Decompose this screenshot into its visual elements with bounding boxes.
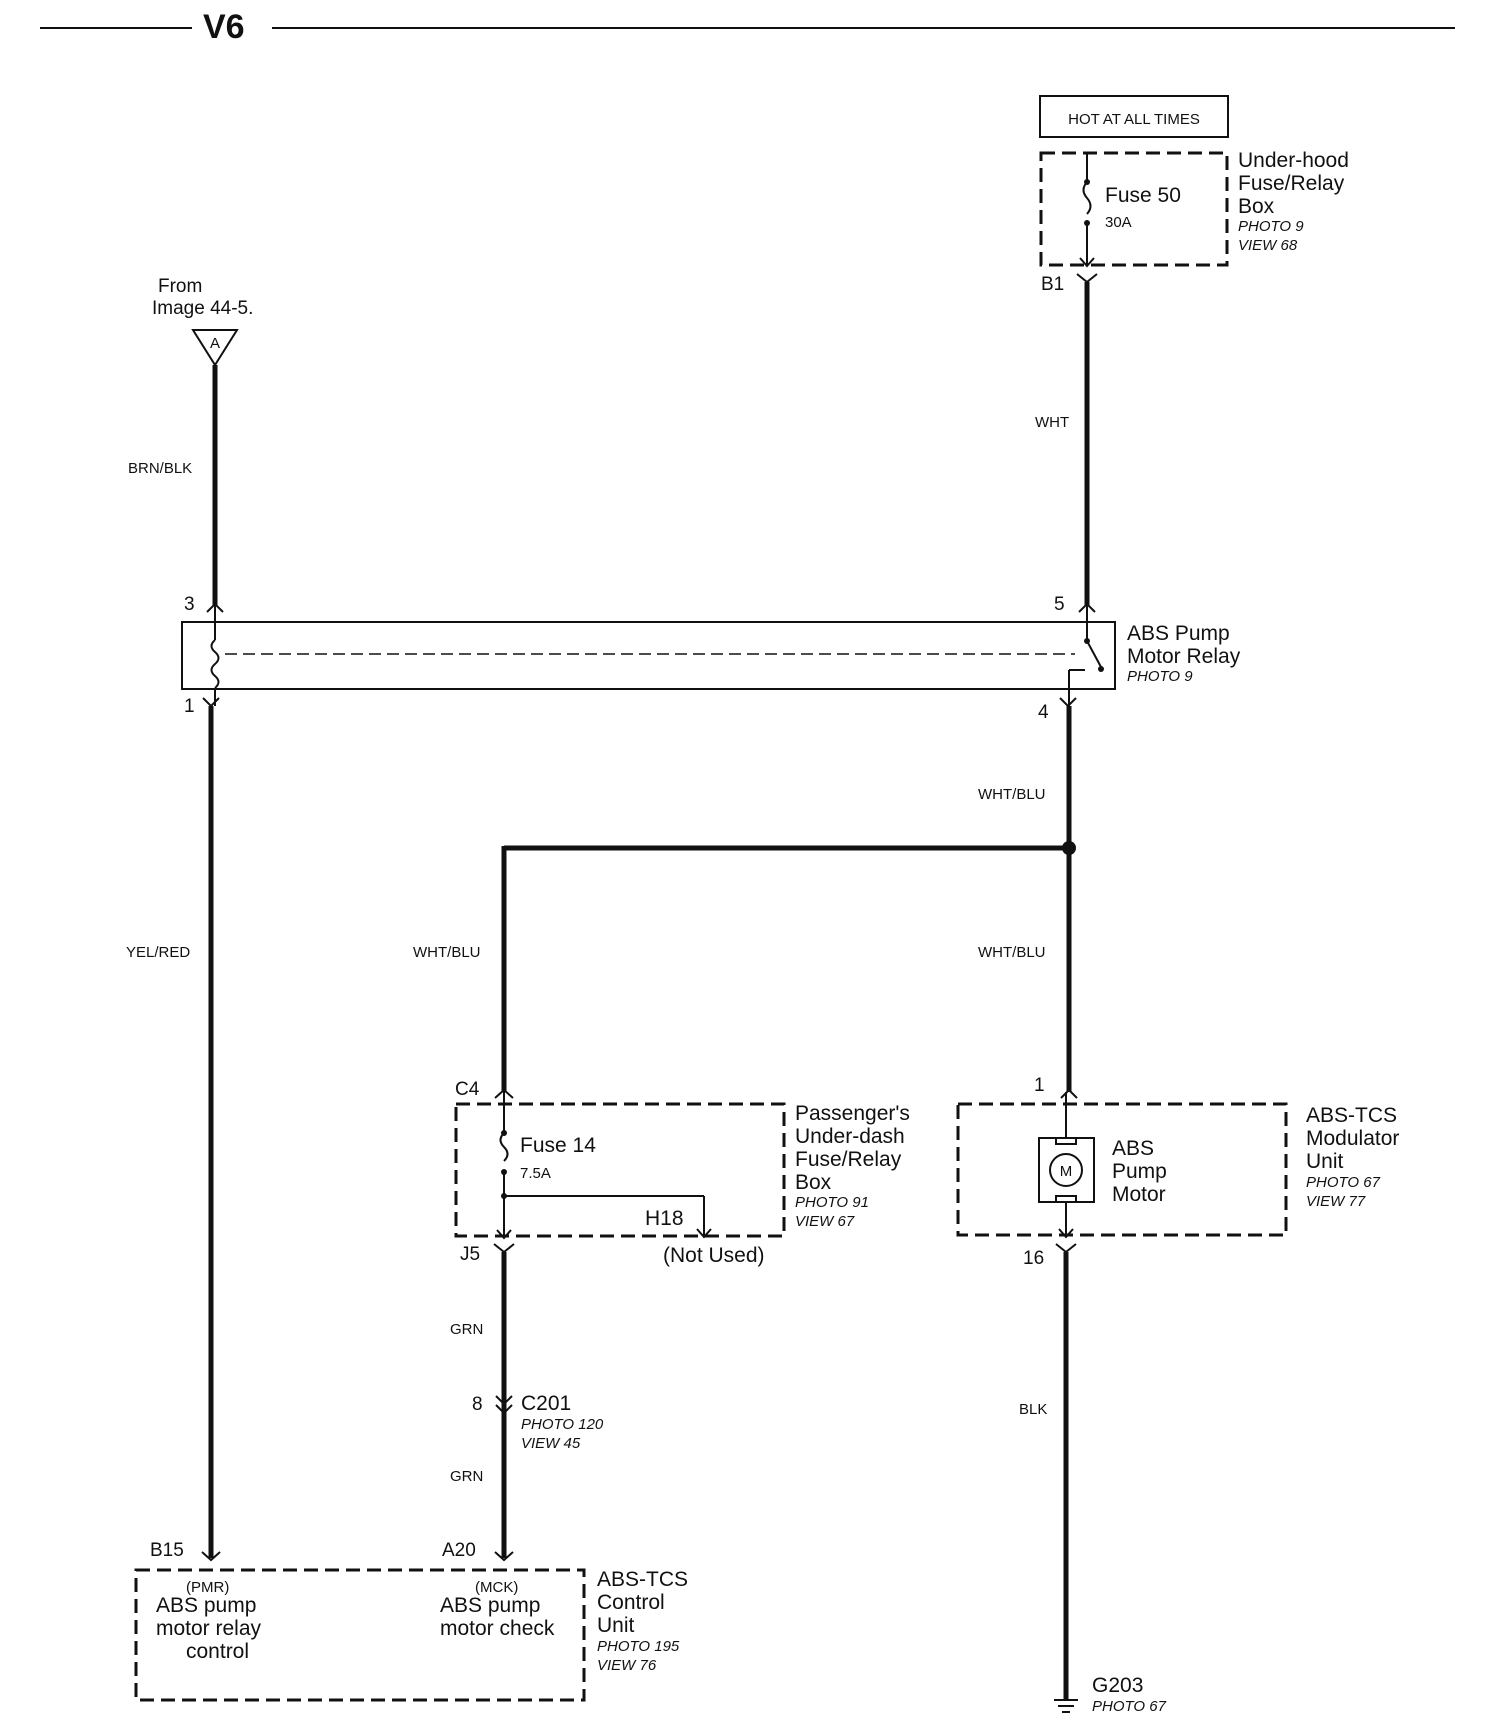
relay-name-1: ABS Pump [1127, 622, 1230, 645]
page-title: V6 [203, 8, 245, 46]
relay-photo: PHOTO 9 [1127, 668, 1193, 685]
from-ref-line-1: From [158, 276, 202, 297]
connector-c201: 8 C201 PHOTO 120 VIEW 45 [472, 1392, 604, 1452]
fuse-14-label: Fuse 14 [520, 1134, 596, 1157]
underhood-box-name-2: Fuse/Relay [1238, 172, 1345, 195]
modulator-pin-1: 1 [1034, 1075, 1045, 1096]
wire-label-brn-blk: BRN/BLK [128, 460, 192, 477]
passenger-box-photo: PHOTO 91 [795, 1194, 869, 1211]
relay-pin-1: 1 [184, 696, 195, 717]
passenger-box-name-4: Box [795, 1171, 832, 1194]
from-ref-line-2: Image 44-5. [152, 298, 253, 319]
c201-pin: 8 [472, 1394, 483, 1415]
terminal-c4: C4 [455, 1079, 480, 1100]
wire-label-wht-blu-2: WHT/BLU [413, 944, 481, 961]
modulator-name-3: Unit [1306, 1150, 1344, 1173]
connector-a-label: A [210, 335, 220, 352]
fuse-50-rating: 30A [1105, 214, 1132, 231]
control-unit-name-3: Unit [597, 1614, 635, 1637]
ground-g203: G203 PHOTO 67 [1054, 1674, 1167, 1715]
underhood-box-view: VIEW 68 [1238, 237, 1298, 254]
pmr-line-1: ABS pump [156, 1594, 256, 1617]
wire-label-grn-1: GRN [450, 1321, 483, 1338]
underhood-box-photo: PHOTO 9 [1238, 218, 1304, 235]
not-used-label: (Not Used) [663, 1244, 765, 1267]
modulator-name-2: Modulator [1306, 1127, 1399, 1150]
fuse-50-symbol [1082, 181, 1092, 215]
abs-pump-motor-relay: 3 5 1 4 ABS Pump Motor Relay PHOTO 9 [181, 594, 1241, 723]
ground-photo: PHOTO 67 [1092, 1698, 1167, 1715]
relay-name-2: Motor Relay [1127, 645, 1241, 668]
power-source: HOT AT ALL TIMES [1039, 95, 1229, 138]
motor-label-1: ABS [1112, 1137, 1154, 1160]
relay-pin-4: 4 [1038, 702, 1049, 723]
underhood-box-name-1: Under-hood [1238, 149, 1349, 172]
mck-code: (MCK) [475, 1579, 518, 1596]
relay-switch-symbol [1086, 640, 1102, 668]
fuse-14-symbol [499, 1132, 509, 1162]
motor-label-3: Motor [1112, 1183, 1166, 1206]
wire-label-wht-blu-1: WHT/BLU [978, 786, 1046, 803]
terminal-j5: J5 [460, 1244, 480, 1265]
h18-label: H18 [645, 1207, 684, 1230]
fuse-50-label: Fuse 50 [1105, 184, 1181, 207]
control-pin-b15: B15 [150, 1540, 184, 1561]
passenger-box-name-3: Fuse/Relay [795, 1148, 902, 1171]
modulator-photo: PHOTO 67 [1306, 1174, 1381, 1191]
wire-label-wht-blu-3: WHT/BLU [978, 944, 1046, 961]
c201-name: C201 [521, 1392, 571, 1415]
relay-pin-3: 3 [184, 594, 195, 615]
from-reference: From Image 44-5. A [152, 276, 253, 367]
mck-line-2: motor check [440, 1617, 555, 1640]
underhood-box-name-3: Box [1238, 195, 1275, 218]
motor-label-2: Pump [1112, 1160, 1167, 1183]
splice-point [1062, 841, 1076, 855]
pmr-line-3: control [186, 1640, 249, 1663]
connector-a-symbol [191, 329, 239, 367]
control-unit-name-2: Control [597, 1591, 665, 1614]
motor-icon [1049, 1153, 1083, 1187]
control-unit-view: VIEW 76 [597, 1657, 657, 1674]
header: V6 [40, 8, 1455, 46]
underhood-fuse-box: Fuse 50 30A Under-hood Fuse/Relay Box PH… [1039, 149, 1349, 295]
control-unit-photo: PHOTO 195 [597, 1638, 680, 1655]
wire-label-yel-red: YEL/RED [126, 944, 190, 961]
wire-label-blk: BLK [1019, 1401, 1047, 1418]
wire-label-wht: WHT [1035, 414, 1069, 431]
c201-view: VIEW 45 [521, 1435, 581, 1452]
pmr-line-2: motor relay [156, 1617, 262, 1640]
ground-name: G203 [1092, 1674, 1143, 1697]
abs-tcs-control-unit: B15 A20 (PMR) ABS pump motor relay contr… [134, 1540, 688, 1702]
wires [208, 282, 1090, 1700]
wire-label-grn-2: GRN [450, 1468, 483, 1485]
passenger-box-name-2: Under-dash [795, 1125, 905, 1148]
modulator-name-1: ABS-TCS [1306, 1104, 1397, 1127]
modulator-pin-16: 16 [1023, 1248, 1044, 1269]
motor-symbol-label: M [1060, 1163, 1073, 1180]
passenger-fuse-box: C4 Fuse 14 7.5A H18 (Not Used) Passenger… [454, 1079, 910, 1267]
relay-coil-symbol [210, 639, 220, 689]
mck-line-1: ABS pump [440, 1594, 540, 1617]
passenger-box-name-1: Passenger's [795, 1102, 910, 1125]
passenger-box-view: VIEW 67 [795, 1213, 855, 1230]
relay-pin-5: 5 [1054, 594, 1065, 615]
abs-tcs-modulator-unit: 1 M ABS Pump Motor ABS-TCS Modulator Uni… [956, 1075, 1399, 1269]
c201-photo: PHOTO 120 [521, 1416, 604, 1433]
terminal-b1: B1 [1041, 274, 1064, 295]
control-pin-a20: A20 [442, 1540, 476, 1561]
control-unit-name-1: ABS-TCS [597, 1568, 688, 1591]
modulator-view: VIEW 77 [1306, 1193, 1366, 1210]
fuse-14-rating: 7.5A [520, 1165, 551, 1182]
power-source-label: HOT AT ALL TIMES [1068, 111, 1200, 128]
pmr-code: (PMR) [186, 1579, 229, 1596]
